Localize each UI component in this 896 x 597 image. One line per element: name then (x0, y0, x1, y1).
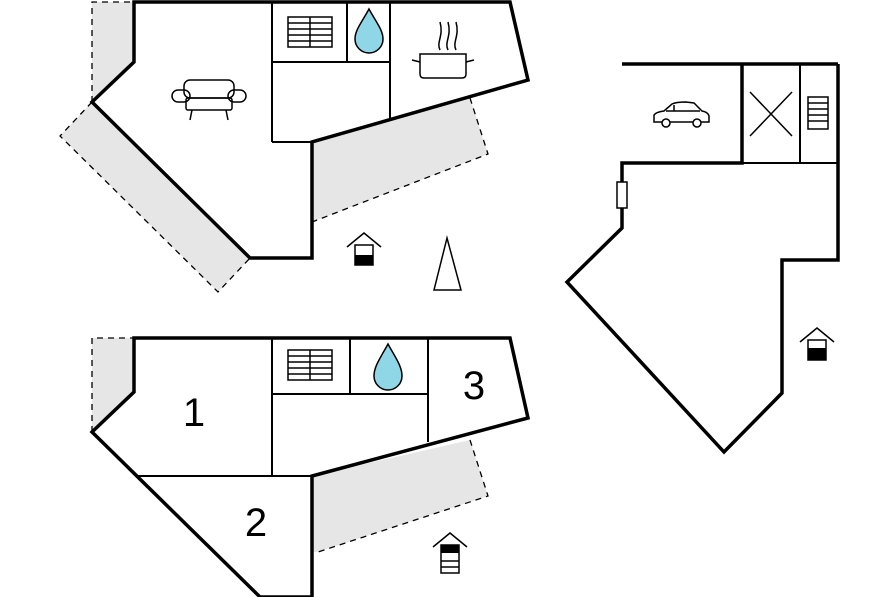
bathroom-radiator-icon (287, 16, 333, 48)
water-drop-icon (373, 342, 403, 391)
terrace-dash-b (59, 101, 251, 293)
outer-wall-right (564, 64, 840, 455)
car-icon (653, 101, 710, 128)
staircase-icon (807, 96, 829, 130)
water-drop-icon (354, 7, 384, 54)
sofa-icon (171, 79, 247, 121)
room-number-1: 1 (183, 391, 205, 435)
terrace-top-left-corner (92, 2, 134, 102)
terrace-right (312, 98, 488, 222)
entrance-icon (346, 232, 382, 266)
outer-wall-top-left (89, 0, 531, 260)
outer-wall-bottom-left (89, 336, 531, 597)
room-number-3: 3 (463, 364, 485, 408)
north-arrow-icon (433, 235, 462, 291)
door-icon (616, 181, 628, 209)
floor-right (564, 62, 840, 455)
terrace-left-diagonal (60, 102, 250, 292)
terrace-dash-a (91, 1, 134, 102)
cooking-pot-icon (411, 21, 475, 79)
entrance-icon (432, 532, 468, 574)
terrace-bottom-left-corner (92, 338, 134, 432)
floor-top-left (59, 0, 531, 293)
terrace-dash-c (311, 97, 489, 223)
room-number-2: 2 (245, 501, 267, 545)
terrace-bottom-right (312, 440, 488, 552)
void-cross-icon (749, 91, 793, 137)
bathroom-radiator-icon (287, 349, 333, 381)
entrance-icon (799, 327, 835, 361)
floor-bottom-left: 1 2 3 (89, 336, 531, 597)
